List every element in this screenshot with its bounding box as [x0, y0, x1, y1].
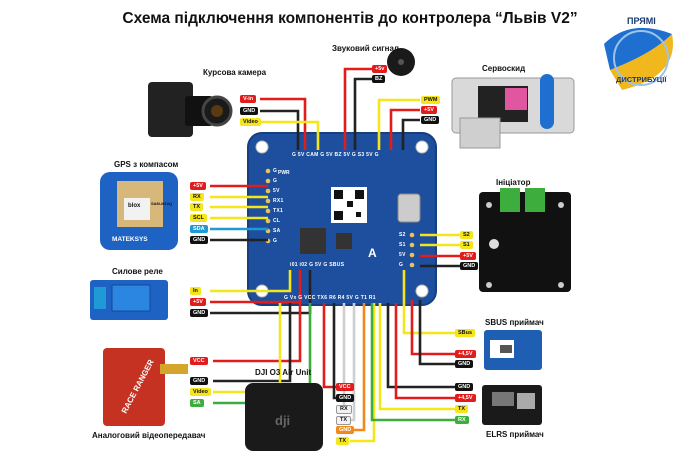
pin-gps-tx: TX: [190, 203, 204, 211]
gps-device: [100, 172, 178, 250]
label-camera: Курсова камера: [203, 68, 267, 77]
relay-device: [90, 280, 168, 320]
gps-model-text: SAM-M10Q: [151, 201, 173, 206]
pin-elrs-45v: +4,5V: [455, 394, 476, 402]
board-pin-right-1: S1: [399, 242, 406, 248]
label-initiator: Ініціатор: [496, 178, 531, 187]
logo-line2: ДИСТРИБУЦІЇ: [616, 75, 667, 84]
buzzer-device: [387, 48, 415, 76]
pin-elrs-rx: RX: [455, 416, 469, 424]
board-pin-left-7: G: [273, 238, 278, 244]
label-gps: GPS з компасом: [114, 160, 179, 169]
label-elrs: ELRS приймач: [486, 430, 544, 439]
gps-brand-text: MATEKSYS: [112, 236, 148, 243]
pin-gps-sda: SDA: [190, 225, 208, 233]
pin-initiator-s1: S1: [460, 241, 473, 249]
board-pins-bottom: G Vx G VCC TX6 R6 R4 5V G T1 R1: [284, 295, 376, 301]
gps-chip-text: blox: [128, 203, 141, 209]
vtx-device: [103, 348, 188, 426]
pin-servo-gnd: GND: [421, 116, 440, 124]
pin-vtx-video: Video: [190, 388, 211, 396]
pin-dji-tx2: TX: [336, 437, 350, 445]
pin-dji-gnd: GND: [336, 394, 355, 402]
logo-line1: ПРЯМІ: [627, 16, 656, 26]
elrs-receiver-device: [482, 385, 542, 425]
sbus-receiver-device: [484, 330, 542, 370]
pin-sbus-sbus: SBus: [455, 329, 476, 337]
pin-initiator-5v: +5V: [460, 252, 476, 260]
flight-controller-board: A: [247, 132, 437, 306]
pin-dji-gnd2: GND: [336, 426, 355, 434]
label-vtx: Аналоговий відеопередавач: [92, 431, 206, 440]
board-pin-left-6: SA: [273, 228, 281, 234]
board-pin-left-2: 5V: [273, 188, 280, 194]
pin-gps-rx: RX: [190, 193, 204, 201]
relay-brand-text: DESTEP: [113, 276, 136, 282]
servo-device: [451, 74, 575, 149]
pin-vtx-vcc: VCC: [190, 357, 208, 365]
label-dji: DJI O3 Air Unit: [255, 368, 312, 377]
label-buzzer: Звуковий сигнал: [332, 44, 400, 53]
pin-relay-gnd: GND: [190, 309, 209, 317]
pin-gps-gnd: GND: [190, 236, 209, 244]
svg-text:A: A: [368, 246, 377, 260]
board-pin-left-0: G: [273, 168, 278, 174]
label-relay: Силове реле: [112, 267, 163, 276]
page-title: Схема підключення компонентів до контрол…: [122, 10, 578, 27]
board-pin-left-1: G: [273, 178, 278, 184]
pin-camera-video: Video: [240, 118, 261, 126]
board-pin-right-2: 5V: [399, 252, 406, 258]
svg-text:dji: dji: [275, 413, 290, 428]
pin-buzzer-bz: BZ: [372, 75, 386, 83]
pin-dji-tx: TX: [336, 416, 352, 425]
board-pins-top: G 5V CAM G 5V BZ 5V G S3 5V G: [292, 152, 379, 158]
board-pins-bottom-inner: i01 i02 G 5V G SBUS: [290, 262, 345, 268]
board-pin-left-3: RX1: [273, 198, 284, 204]
pin-gps-scl: SCL: [190, 214, 207, 222]
pin-buzzer-5v: +5v: [372, 65, 388, 73]
pin-elrs-gnd: GND: [455, 383, 474, 391]
dji-device: dji: [245, 383, 323, 451]
initiator-device: [479, 188, 571, 292]
board-pin-left-5: CL: [273, 218, 281, 224]
pin-relay-in: In: [190, 287, 201, 295]
pin-gps-5v: +5V: [190, 182, 206, 190]
pin-vtx-sa: SA: [190, 399, 204, 407]
board-pin-right-0: S2: [399, 232, 406, 238]
pin-sbus-gnd: GND: [455, 360, 474, 368]
pin-servo-5v: +5V: [421, 106, 437, 114]
pin-dji-rx: RX: [336, 405, 352, 414]
pin-initiator-s2: S2: [460, 231, 473, 239]
pin-elrs-tx: TX: [455, 405, 469, 413]
board-pin-right-3: G: [399, 262, 404, 268]
pin-camera-vin: V-in: [240, 95, 257, 103]
board-pin-left-4: TX1: [273, 208, 284, 214]
pin-vtx-gnd: GND: [190, 377, 209, 385]
fc-pwr-text: PWR: [278, 170, 290, 176]
pin-camera-gnd: GND: [240, 107, 259, 115]
label-servo: Сервоскид: [482, 64, 526, 73]
pin-initiator-gnd: GND: [460, 262, 479, 270]
logo: [604, 27, 673, 90]
camera-device: [148, 82, 233, 137]
label-sbus: SBUS приймач: [485, 318, 544, 327]
pin-sbus-45v: +4,5V: [455, 350, 476, 358]
pin-servo-pwm: PWM: [421, 96, 441, 104]
pin-relay-5v: +5V: [190, 298, 206, 306]
pin-dji-vcc: VCC: [336, 383, 354, 391]
